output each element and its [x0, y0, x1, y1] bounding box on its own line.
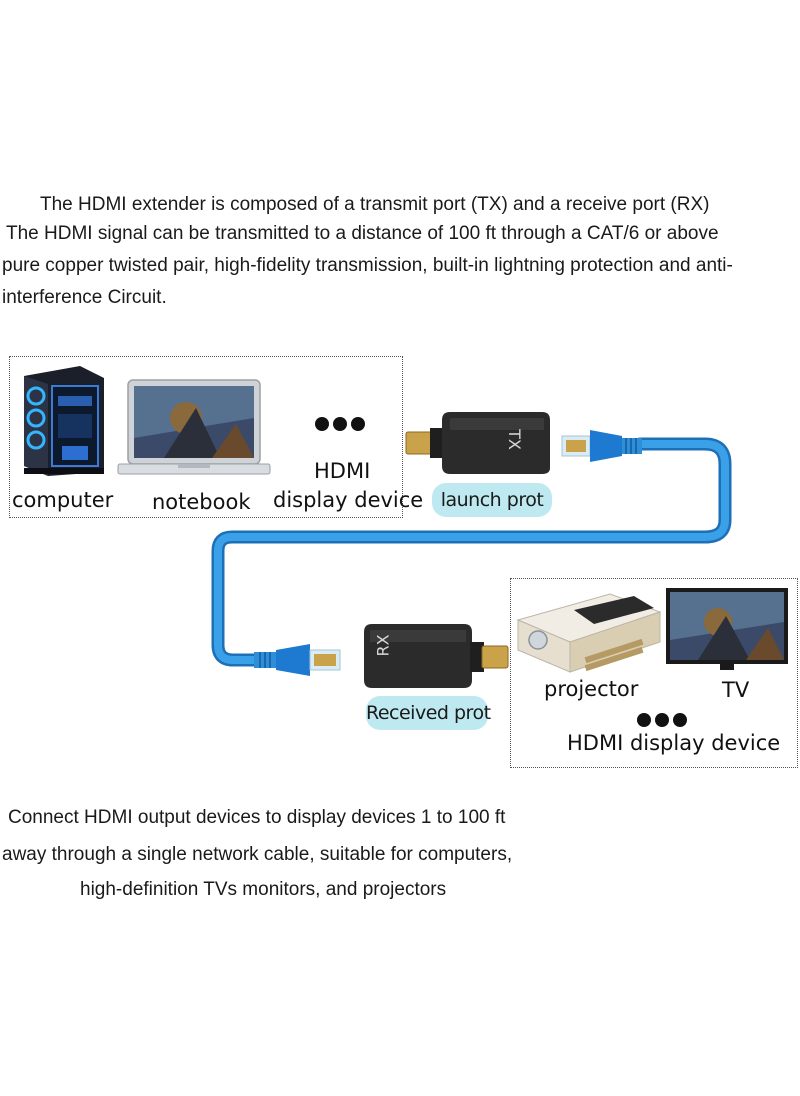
tv-label: TV — [722, 678, 750, 702]
projector-label: projector — [544, 677, 639, 701]
intro-line-2: The HDMI signal can be transmitted to a … — [6, 223, 719, 244]
intro-line-3: pure copper twisted pair, high-fidelity … — [2, 255, 733, 276]
rx-adapter-icon — [364, 624, 509, 688]
tx-adapter-icon — [405, 412, 550, 474]
display-devices-box — [510, 578, 798, 768]
display-device-label: display device — [273, 488, 424, 512]
source-devices-box — [9, 356, 403, 518]
more-displays-dot-2 — [655, 713, 669, 727]
more-displays-dot-3 — [673, 713, 687, 727]
intro-line-1: The HDMI extender is composed of a trans… — [40, 194, 710, 215]
launch-port-label: launch prot — [432, 483, 552, 517]
hdmi-label: HDMI — [314, 459, 371, 483]
tx-tag: TX — [504, 429, 524, 450]
notebook-label: notebook — [152, 490, 251, 514]
hdmi-display-device-label: HDMI display device — [567, 731, 781, 755]
more-displays-dot-1 — [637, 713, 651, 727]
notebook-icon — [117, 379, 271, 475]
rx-adapter: RX — [360, 620, 510, 692]
intro-line-4: interference Circuit. — [2, 287, 167, 308]
projector-icon — [516, 593, 662, 673]
computer-icon — [24, 366, 104, 476]
more-devices-dot-3 — [351, 417, 365, 431]
rj45-connector-rx-icon — [254, 644, 341, 676]
tv-icon — [666, 588, 788, 670]
outro-line-2: away through a single network cable, sui… — [2, 844, 513, 865]
tx-adapter: TX — [404, 408, 554, 478]
outro-line-1: Connect HDMI output devices to display d… — [8, 807, 506, 828]
computer-label: computer — [12, 488, 114, 512]
rj45-connector-tx-icon — [561, 430, 642, 462]
more-devices-dot-2 — [333, 417, 347, 431]
rx-tag: RX — [373, 634, 393, 657]
received-port-label: Received prot — [366, 696, 491, 730]
more-devices-dot-1 — [315, 417, 329, 431]
outro-line-3: high-definition TVs monitors, and projec… — [80, 879, 447, 900]
